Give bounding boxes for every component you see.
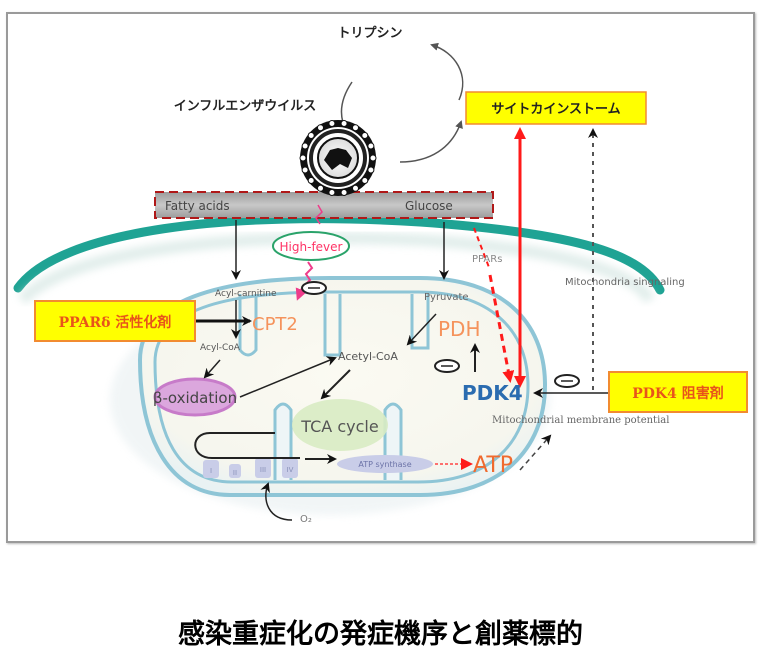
tca-cycle-label: TCA cycle — [300, 417, 378, 436]
complex-2 — [229, 464, 241, 478]
figure-caption: 感染重症化の発症機序と創薬標的 — [178, 619, 583, 650]
pyruvate-label: Pyruvate — [424, 292, 469, 303]
glucose-ppars-dashed — [473, 227, 491, 271]
ppar-delta-activator-box — [34, 300, 196, 342]
electron-transport-chain: I II III IV ATP synthase — [203, 455, 433, 478]
fatty-acids-label: Fatty acids — [165, 199, 230, 213]
etc-loop-line — [194, 432, 300, 459]
virus-spike-bead — [307, 176, 315, 184]
pyruvate-to-acetylcoa-arrow — [406, 313, 437, 346]
crista — [410, 294, 430, 350]
trypsin-label: トリプシン — [337, 26, 402, 41]
virus-spike-bead — [361, 132, 369, 140]
ppars-to-pdk4-arrow — [488, 274, 515, 383]
acylcoa-to-betaox-arrow — [203, 359, 221, 379]
beta-oxidation-ellipse — [153, 377, 237, 417]
acyl-coa-label: Acyl-CoA — [200, 343, 241, 353]
atp-synthase-label: ATP synthase — [358, 460, 411, 469]
influenza-virus-label: インフルエンザウイルス — [174, 99, 317, 114]
o2-label: O₂ — [300, 514, 312, 525]
mitochondrion-inner-membrane — [153, 290, 530, 484]
virus-spike-bead — [369, 154, 377, 162]
atp-to-membrane-potential-arrow — [519, 434, 552, 471]
atp-label: ATP — [473, 453, 513, 478]
virus-spike-bead — [328, 188, 336, 196]
nutrient-bar — [154, 191, 494, 219]
glucose-label: Glucose — [405, 199, 453, 213]
mitochondria-signaling-label: Mitochondria singnaling — [565, 277, 685, 288]
cell-membrane-shadow — [17, 232, 656, 305]
virus-spike-bead — [361, 176, 369, 184]
complex-3-label: III — [260, 466, 266, 474]
high-fever-label: High-fever — [280, 240, 343, 254]
beta-oxidation-label: β-oxidation — [153, 389, 237, 407]
virus-spike-bead — [367, 142, 375, 150]
cell-membrane — [13, 214, 665, 295]
acyl-carnitine-label: Acyl-carnitine — [215, 289, 277, 299]
virus-spike-bead — [340, 120, 348, 128]
influenza-virus-icon — [299, 120, 377, 196]
complex-4-label: IV — [287, 466, 294, 474]
virus-spike-bead — [317, 184, 324, 192]
virus-spike-bead — [301, 142, 309, 150]
high-fever-ellipse — [272, 231, 350, 261]
ppar-delta-activator-label: PPARδ 活性化剤 — [59, 314, 172, 331]
virus-to-cytokine-arrow — [399, 120, 463, 163]
virus-spike-bead — [307, 132, 315, 140]
ppars-label: PPARs — [472, 254, 502, 265]
complex-4 — [282, 458, 298, 478]
atp-synthase-shape — [337, 455, 433, 473]
virus-spike-bead — [352, 124, 359, 132]
acetylcoa-to-tca-arrow — [320, 369, 351, 400]
complex-1 — [203, 460, 219, 478]
virus-spike-bead — [317, 124, 324, 132]
o2-arrow — [260, 482, 293, 521]
complex-3 — [255, 458, 271, 478]
crista — [323, 294, 342, 357]
virus-spike-bead — [352, 184, 359, 192]
tca-cycle-ellipse — [292, 399, 388, 451]
acetyl-coa-label: Acetyl-CoA — [338, 350, 398, 363]
virus-to-fever-squiggle — [315, 204, 323, 225]
membrane-potential-label: Mitochondrial membrane potential — [492, 415, 669, 426]
cytokine-storm-box — [465, 91, 647, 125]
virus-spike-bead — [340, 188, 348, 196]
cytokine-to-trypsin-arrow — [430, 42, 464, 101]
virus-spike-bead — [301, 166, 309, 174]
betaox-to-acetylcoa-arrow — [239, 356, 337, 398]
virus-spike-bead — [299, 154, 307, 162]
cytokine-storm-label: サイトカインストーム — [491, 102, 620, 117]
pdk4-label: PDK4 — [462, 381, 523, 405]
pdk4-inhibitor-box — [608, 371, 748, 413]
pdk4-inhibitor-label: PDK4 阻害剤 — [632, 385, 723, 402]
complex-2-label: II — [233, 469, 237, 477]
virus-spike-bead — [328, 120, 336, 128]
cpt2-label: CPT2 — [252, 314, 298, 335]
crista — [238, 294, 258, 357]
pdh-label: PDH — [438, 317, 481, 341]
virus-spike-bead — [367, 166, 375, 174]
complex-1-label: I — [210, 467, 212, 475]
